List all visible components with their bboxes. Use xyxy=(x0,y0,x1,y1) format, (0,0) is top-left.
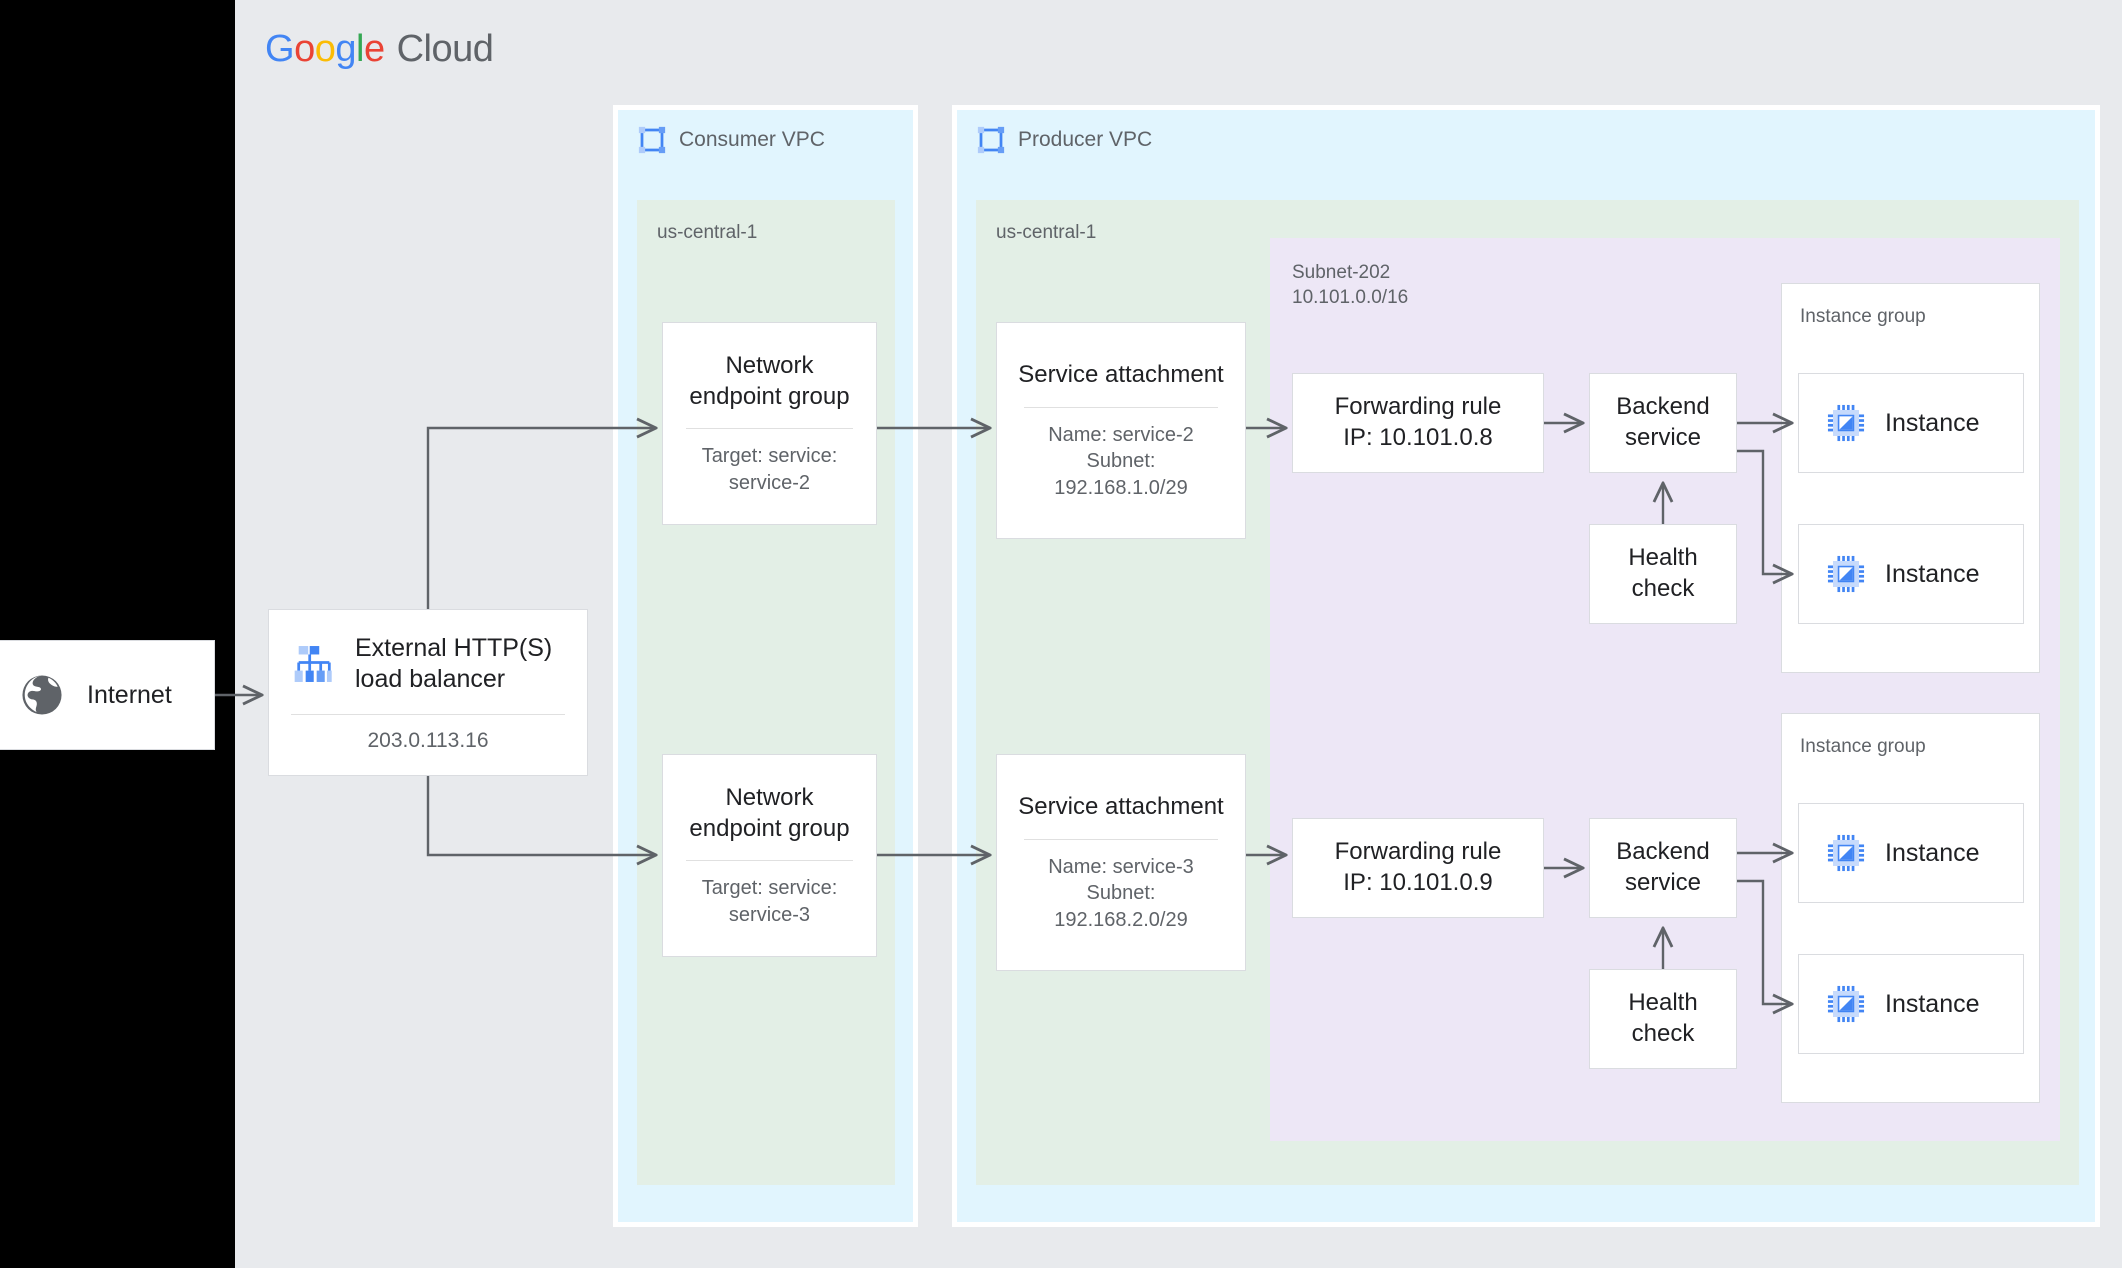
backend-service-1[interactable]: Backend service xyxy=(1589,373,1737,473)
service-attachment-2[interactable]: Service attachment Name: service-3 Subne… xyxy=(996,754,1246,971)
producer-vpc-header: Producer VPC xyxy=(976,125,1152,155)
instance-2-2[interactable]: Instance xyxy=(1798,954,2024,1054)
neg-2-title: Network endpoint group xyxy=(689,783,850,842)
vpc-icon xyxy=(638,126,666,154)
instance-1-1-label: Instance xyxy=(1885,408,1980,437)
google-cloud-logo: Google Cloud xyxy=(265,28,494,71)
external-http-load-balancer[interactable]: External HTTP(S) load balancer 203.0.113… xyxy=(268,609,588,776)
network-endpoint-group-2[interactable]: Network endpoint group Target: service: … xyxy=(662,754,877,957)
forwarding-rule-2[interactable]: Forwarding rule IP: 10.101.0.9 xyxy=(1292,818,1544,918)
service-attachment-2-title: Service attachment xyxy=(1018,793,1224,821)
instance-2-1[interactable]: Instance xyxy=(1798,803,2024,903)
health-check-2-title: Health check xyxy=(1628,989,1698,1047)
instance-1-2[interactable]: Instance xyxy=(1798,524,2024,624)
service-attachment-1-details: Name: service-2 Subnet: 192.168.1.0/29 xyxy=(1048,423,1194,499)
instance-1-2-label: Instance xyxy=(1885,559,1980,588)
neg-2-divider xyxy=(686,860,853,862)
forwarding-rule-2-title: Forwarding rule IP: 10.101.0.9 xyxy=(1334,838,1502,896)
neg-1-target: Target: service: service-2 xyxy=(701,445,838,494)
logo-letter-o2: o xyxy=(314,28,336,70)
producer-vpc-label: Producer VPC xyxy=(1018,128,1153,151)
service-attachment-1-title: Service attachment xyxy=(1018,361,1224,389)
instance-1-1[interactable]: Instance xyxy=(1798,373,2024,473)
health-check-2[interactable]: Health check xyxy=(1589,969,1737,1069)
service-attachment-2-divider xyxy=(1024,838,1218,840)
instance-2-1-label: Instance xyxy=(1885,838,1980,867)
globe-icon xyxy=(22,675,62,715)
service-attachment-2-details: Name: service-3 Subnet: 192.168.2.0/29 xyxy=(1048,855,1194,931)
consumer-vpc-header: Consumer VPC xyxy=(637,125,825,155)
logo-letter-o1: o xyxy=(294,28,315,70)
logo-word-cloud: Cloud xyxy=(396,28,494,70)
producer-region-label: us-central-1 xyxy=(996,222,1097,243)
backend-service-2-title: Backend service xyxy=(1616,838,1710,896)
backend-service-1-title: Backend service xyxy=(1616,393,1710,451)
service-attachment-1[interactable]: Service attachment Name: service-2 Subne… xyxy=(996,322,1246,539)
logo-letter-g2: g xyxy=(335,28,356,70)
vm-instance-icon xyxy=(1827,404,1865,442)
load-balancer-divider xyxy=(291,713,565,715)
vpc-icon xyxy=(977,126,1005,154)
subnet-202-label: Subnet-202 10.101.0.0/16 xyxy=(1292,262,1409,309)
forwarding-rule-1-title: Forwarding rule IP: 10.101.0.8 xyxy=(1334,393,1502,451)
vm-instance-icon xyxy=(1827,555,1865,593)
logo-letter-l: l xyxy=(355,28,364,70)
consumer-region-label: us-central-1 xyxy=(657,222,758,243)
service-attachment-1-divider xyxy=(1024,406,1218,408)
backend-service-2[interactable]: Backend service xyxy=(1589,818,1737,918)
neg-2-target: Target: service: service-3 xyxy=(701,877,838,926)
internet-node[interactable]: Internet xyxy=(0,640,215,750)
health-check-1[interactable]: Health check xyxy=(1589,524,1737,624)
load-balancer-ip: 203.0.113.16 xyxy=(367,728,489,752)
load-balancer-title: External HTTP(S) load balancer xyxy=(355,633,553,694)
health-check-1-title: Health check xyxy=(1628,544,1698,602)
forwarding-rule-1[interactable]: Forwarding rule IP: 10.101.0.8 xyxy=(1292,373,1544,473)
neg-1-title: Network endpoint group xyxy=(689,351,850,410)
network-endpoint-group-1[interactable]: Network endpoint group Target: service: … xyxy=(662,322,877,525)
instance-group-1-label: Instance group xyxy=(1800,306,1926,327)
logo-letter-e: e xyxy=(363,28,385,70)
vm-instance-icon xyxy=(1827,834,1865,872)
load-balancer-icon xyxy=(294,646,332,682)
vm-instance-icon xyxy=(1827,985,1865,1023)
instance-group-2-label: Instance group xyxy=(1800,736,1926,757)
instance-2-2-label: Instance xyxy=(1885,989,1980,1018)
internet-label: Internet xyxy=(87,680,172,709)
logo-letter-g1: G xyxy=(265,28,295,70)
consumer-vpc-label: Consumer VPC xyxy=(679,128,825,151)
neg-1-divider xyxy=(686,428,853,430)
